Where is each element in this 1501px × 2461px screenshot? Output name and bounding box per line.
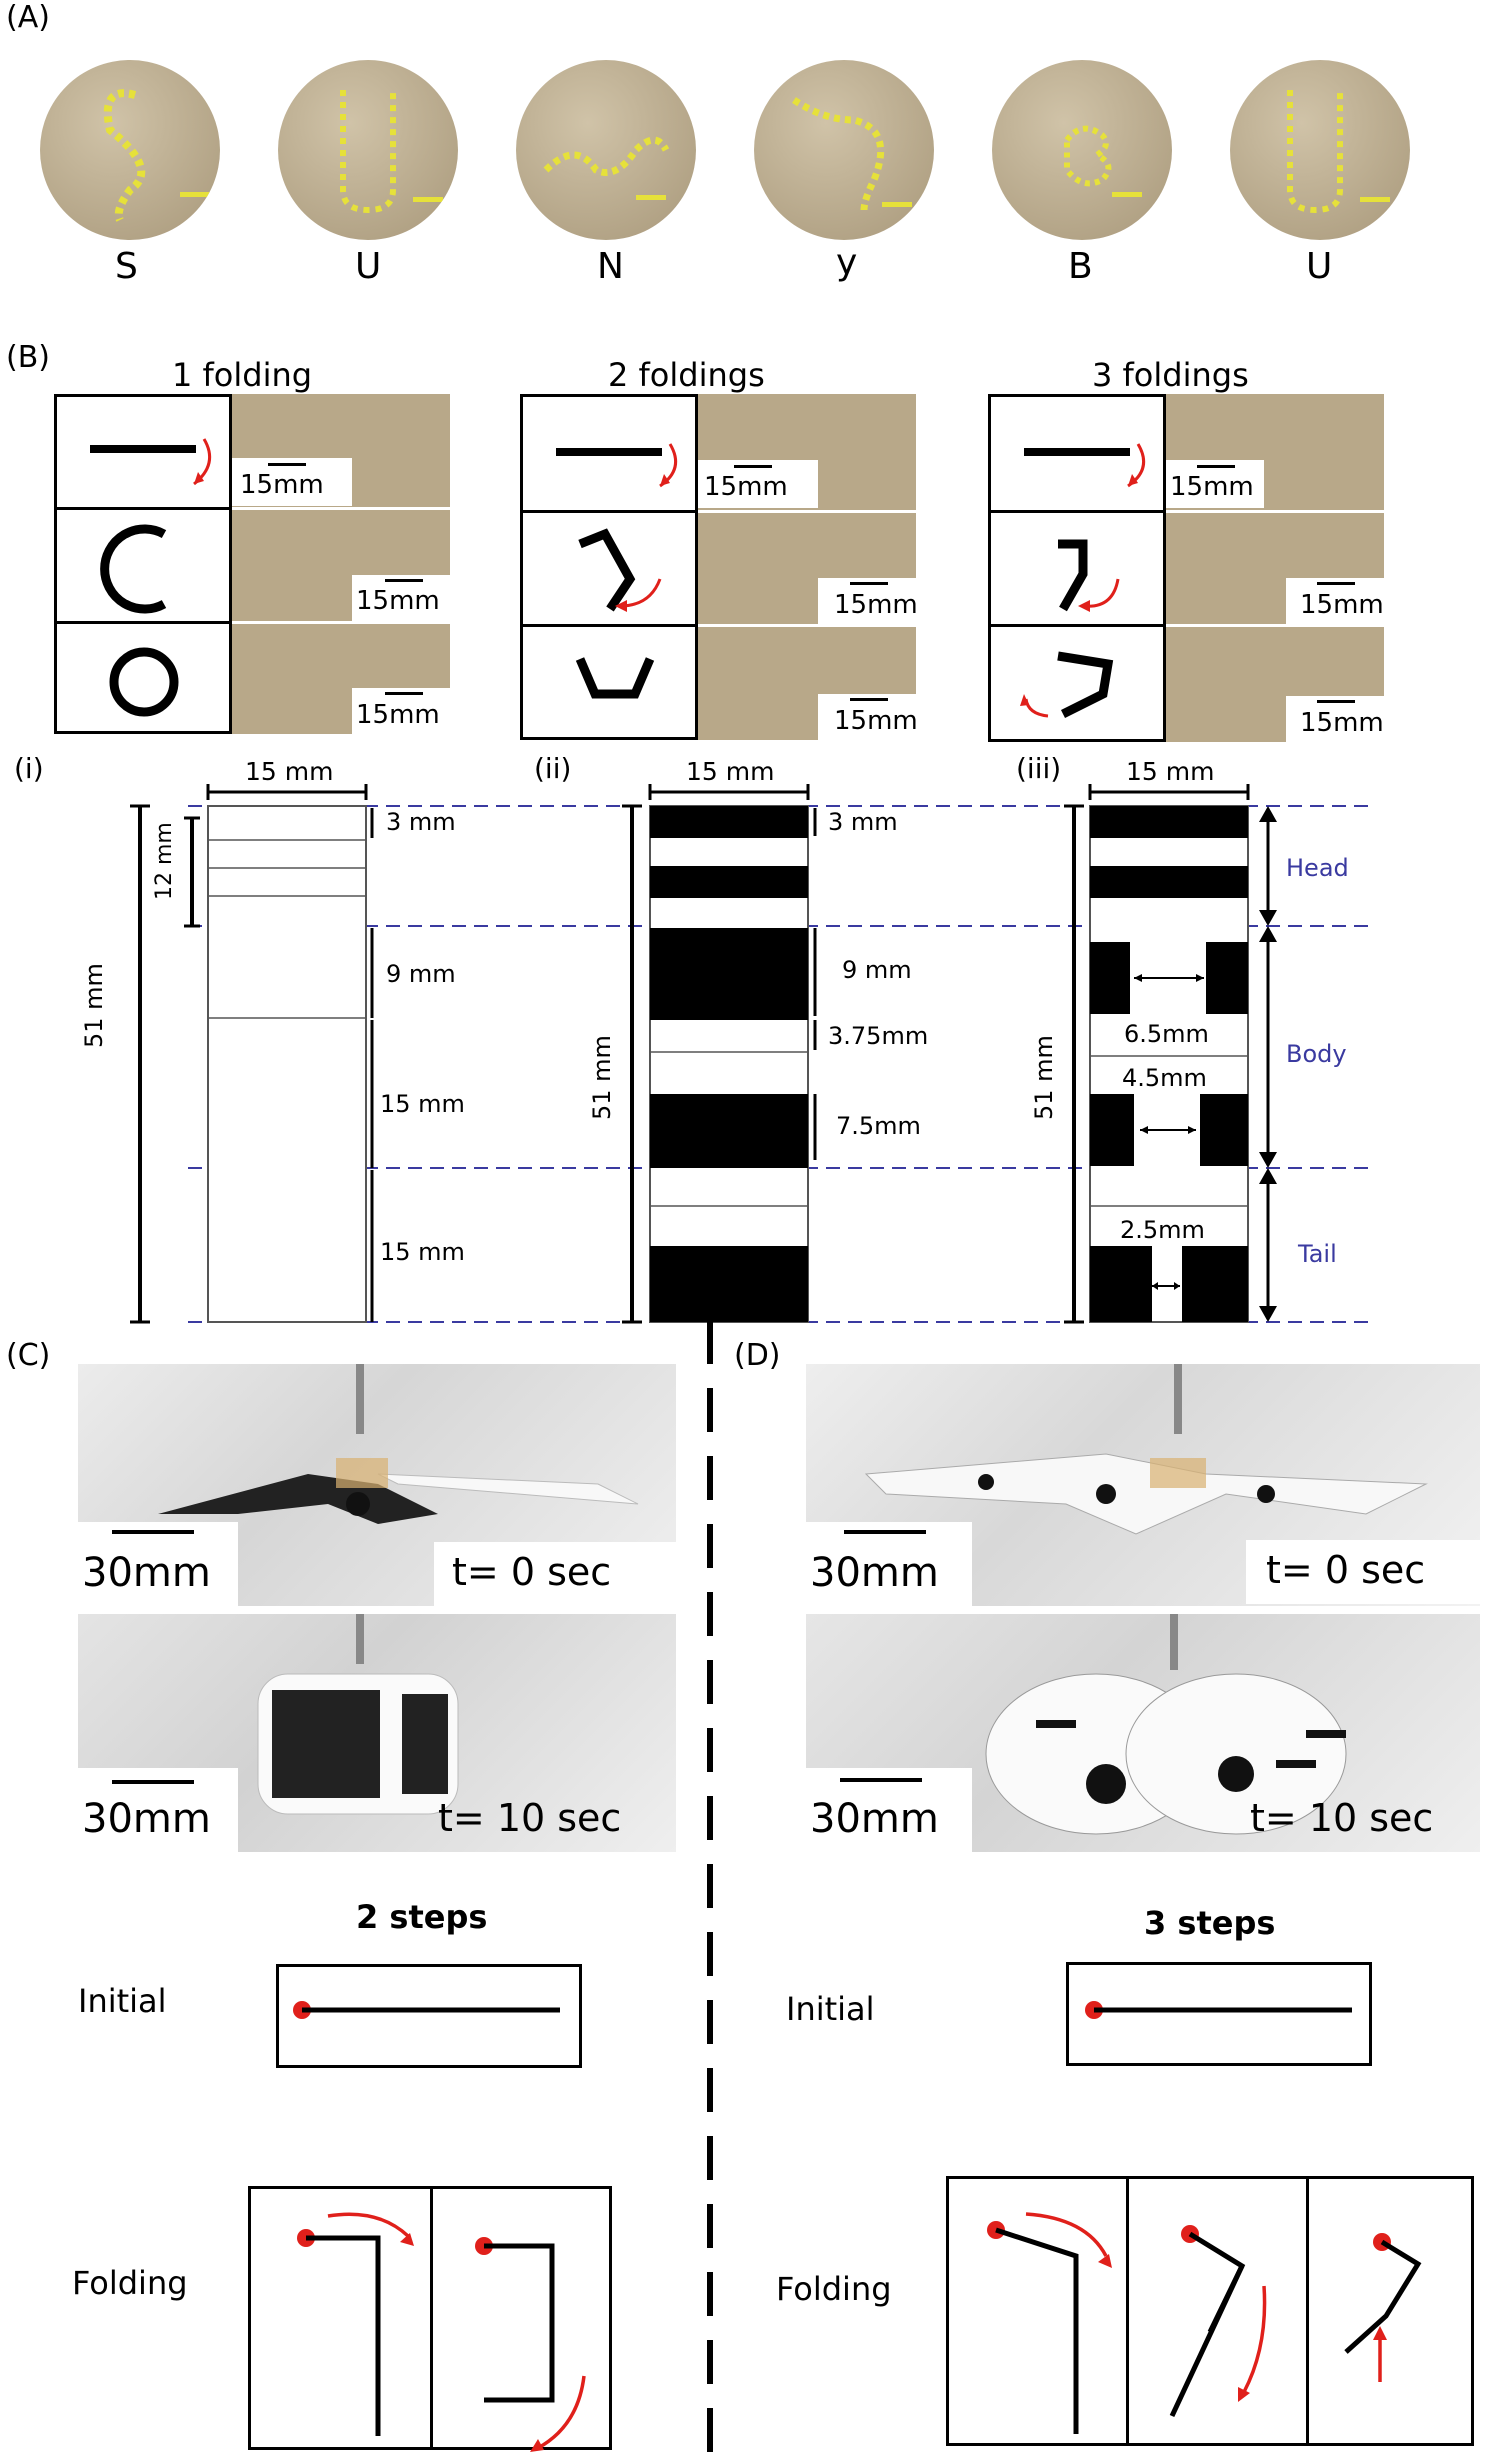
scale-label: 15mm (1170, 472, 1254, 502)
head-height-label: 12 mm (152, 822, 177, 900)
region-label-body: Body (1286, 1040, 1347, 1068)
dim-label: 3 mm (386, 808, 456, 836)
dim-label: 9 mm (386, 960, 456, 988)
letter-photo-y (754, 60, 934, 240)
design-diagram (130, 784, 1368, 1324)
scale-label: 30mm (810, 1550, 939, 1596)
robot-photo-t10 (78, 1614, 676, 1852)
letter-photo-u1 (278, 60, 458, 240)
scale-label: 15mm (834, 590, 918, 620)
letter-label: U (355, 246, 382, 287)
letter-label: B (1068, 246, 1093, 287)
scale-label: 30mm (82, 1550, 211, 1596)
shape-box-two-fold (520, 394, 698, 740)
panel-label-b: (B) (6, 340, 50, 375)
dim-label: 4.5mm (1122, 1064, 1207, 1092)
dim-label: 3.75mm (828, 1022, 929, 1050)
initial-state-box (276, 1964, 582, 2068)
scale-label: 15mm (356, 586, 440, 616)
dim-label: 9 mm (842, 956, 912, 984)
dim-label: 15 mm (380, 1238, 465, 1266)
folding-label: Folding (776, 2270, 892, 2308)
time-label: t= 0 sec (1266, 1548, 1426, 1592)
letter-photo-b (992, 60, 1172, 240)
scale-label: 15mm (704, 472, 788, 502)
height-label: 51 mm (80, 963, 108, 1048)
folding-steps-box (946, 2176, 1474, 2446)
width-label: 15 mm (1126, 757, 1215, 786)
letter-label: N (597, 246, 624, 287)
dim-label: 6.5mm (1124, 1020, 1209, 1048)
panel-label-c: (C) (6, 1338, 51, 1373)
panel-label-d: (D) (734, 1338, 781, 1373)
folding-label: Folding (72, 2264, 188, 2302)
width-label: 15 mm (245, 757, 334, 786)
scale-label: 15mm (834, 706, 918, 736)
scale-label: 15mm (356, 700, 440, 730)
dim-label: 3 mm (828, 808, 898, 836)
initial-label: Initial (786, 1990, 875, 2028)
time-label: t= 10 sec (1250, 1796, 1434, 1840)
scale-label: 15mm (240, 470, 324, 500)
panel-label-a: (A) (6, 0, 50, 35)
dim-label: 2.5mm (1120, 1216, 1205, 1244)
letter-label: U (1306, 246, 1333, 287)
initial-label: Initial (78, 1982, 167, 2020)
letter-label: y (836, 242, 858, 283)
letter-photo-n (516, 60, 696, 240)
region-label-tail: Tail (1298, 1240, 1337, 1268)
letter-photo-u2 (1230, 60, 1410, 240)
scale-label: 30mm (810, 1796, 939, 1842)
scale-label: 30mm (82, 1796, 211, 1842)
letter-photo-s (40, 60, 220, 240)
time-label: t= 0 sec (452, 1550, 612, 1594)
initial-state-box (1066, 1962, 1372, 2066)
dim-label: 15 mm (380, 1090, 465, 1118)
group-title: 3 foldings (1092, 356, 1249, 394)
steps-title: 3 steps (1144, 1904, 1276, 1942)
width-label: 15 mm (686, 757, 775, 786)
design-roman: (iii) (1016, 752, 1062, 785)
scale-label: 15mm (1300, 590, 1384, 620)
scale-label: 15mm (1300, 708, 1384, 738)
letter-label: S (115, 246, 138, 287)
design-roman: (i) (14, 752, 44, 785)
region-label-head: Head (1286, 854, 1349, 882)
time-label: t= 10 sec (438, 1796, 622, 1840)
height-label: 51 mm (1030, 1035, 1058, 1120)
group-title: 1 folding (172, 356, 313, 394)
dim-label: 7.5mm (836, 1112, 921, 1140)
height-label: 51 mm (588, 1035, 616, 1120)
group-title: 2 foldings (608, 356, 765, 394)
steps-title: 2 steps (356, 1898, 488, 1936)
design-roman: (ii) (534, 752, 572, 785)
section-divider (707, 1320, 713, 2460)
